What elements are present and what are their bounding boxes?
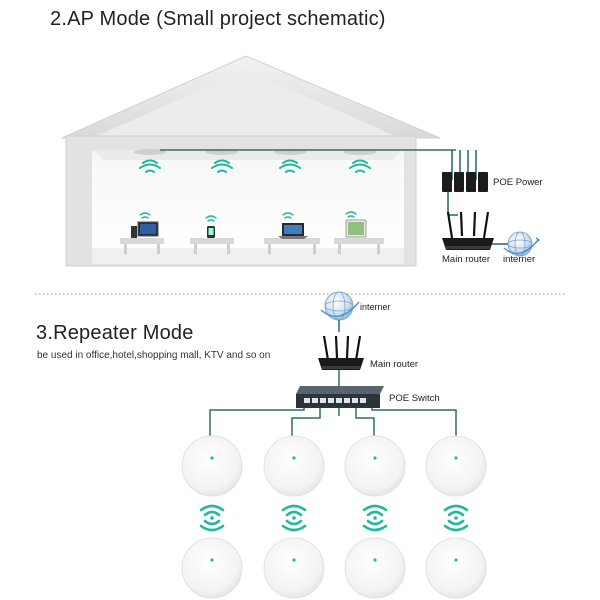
upper-ap-row [181, 435, 487, 497]
desktop-computer-icon [131, 221, 159, 238]
ap-internet-globe-icon [503, 231, 541, 257]
ceiling-wifi-signals [139, 159, 371, 173]
poe-power-label: POE Power [493, 177, 543, 188]
tablet-icon [345, 219, 367, 238]
repeater-main-router-label: Main router [370, 359, 419, 370]
repeater-internet-label: interner [360, 302, 391, 312]
laptop-icon [278, 223, 308, 239]
poe-switch-icon [296, 386, 384, 408]
lower-ap-row [181, 537, 487, 599]
repeater-wifi-signals [199, 504, 469, 532]
ap-main-router-label: Main router [442, 254, 491, 265]
repeater-mode-subtitle: be used in office,hotel,shopping mall, K… [37, 350, 271, 361]
poe-switch-label: POE Switch [389, 393, 440, 404]
ap-internet-label: interner [503, 254, 536, 265]
device-wifi-signals [139, 211, 357, 222]
desks [120, 238, 384, 254]
house [61, 55, 441, 267]
repeater-mode-title: 3.Repeater Mode [36, 322, 194, 344]
phone-icon [207, 226, 215, 238]
repeater-cable-lines [209, 408, 457, 438]
repeater-main-router-icon [318, 335, 364, 370]
ap-mode-title: 2.AP Mode (Small project schematic) [50, 8, 386, 30]
poe-power-injectors [442, 172, 488, 192]
repeater-internet-globe-icon [320, 291, 360, 321]
ap-main-router-icon [442, 211, 494, 250]
